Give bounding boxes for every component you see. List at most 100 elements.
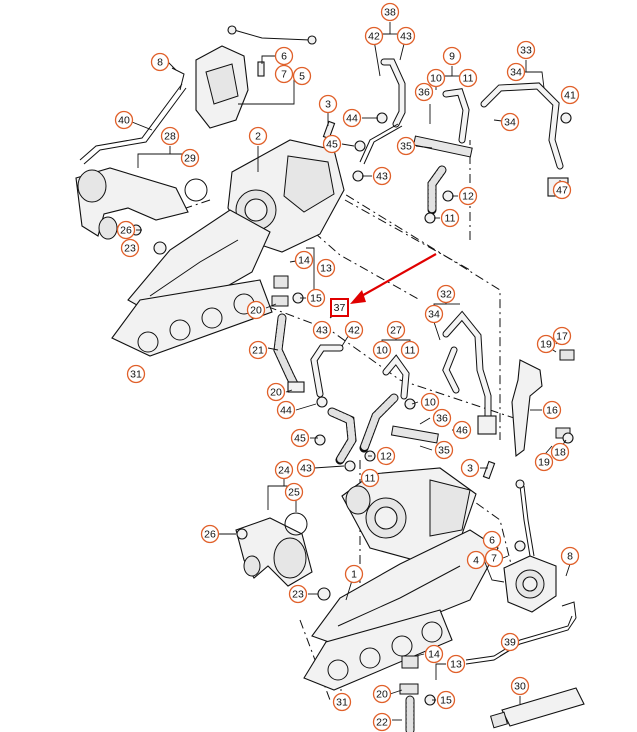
callout-26b[interactable]: 26 bbox=[200, 524, 220, 544]
callout-ring bbox=[436, 690, 456, 710]
callout-43d[interactable]: 43 bbox=[296, 458, 316, 478]
callout-3b[interactable]: 3 bbox=[460, 458, 480, 478]
callout-11b[interactable]: 11 bbox=[440, 208, 460, 228]
callout-35a[interactable]: 35 bbox=[396, 136, 416, 156]
callout-23a[interactable]: 23 bbox=[120, 238, 140, 258]
callout-45b[interactable]: 45 bbox=[290, 428, 310, 448]
callout-10a[interactable]: 10 bbox=[426, 68, 446, 88]
callout-22[interactable]: 22 bbox=[372, 712, 392, 732]
callout-14b[interactable]: 14 bbox=[424, 644, 444, 664]
callout-ring bbox=[542, 400, 562, 420]
callout-35b[interactable]: 35 bbox=[434, 440, 454, 460]
callout-40[interactable]: 40 bbox=[114, 110, 134, 130]
highlight-box bbox=[330, 298, 349, 317]
callout-ring bbox=[294, 250, 314, 270]
callout-43a[interactable]: 43 bbox=[396, 26, 416, 46]
callout-ring bbox=[516, 40, 536, 60]
callout-20b[interactable]: 20 bbox=[266, 382, 286, 402]
callout-17[interactable]: 17 bbox=[552, 326, 572, 346]
callout-ring bbox=[274, 46, 294, 66]
callout-20c[interactable]: 20 bbox=[372, 684, 392, 704]
callout-39[interactable]: 39 bbox=[500, 632, 520, 652]
lower-turbocharger bbox=[341, 467, 477, 561]
callout-6b[interactable]: 6 bbox=[482, 530, 502, 550]
callout-34b[interactable]: 34 bbox=[500, 112, 520, 132]
callout-5[interactable]: 5 bbox=[292, 66, 312, 86]
callout-ring bbox=[560, 85, 580, 105]
callout-ring bbox=[458, 186, 478, 206]
callout-9[interactable]: 9 bbox=[442, 46, 462, 66]
callout-46[interactable]: 46 bbox=[452, 420, 472, 440]
callout-43c[interactable]: 43 bbox=[312, 320, 332, 340]
callout-27[interactable]: 27 bbox=[386, 320, 406, 340]
callout-label: 4 bbox=[473, 555, 479, 567]
callout-43b[interactable]: 43 bbox=[372, 166, 392, 186]
lower-oil-lines bbox=[310, 310, 497, 465]
callout-8a[interactable]: 8 bbox=[150, 52, 170, 72]
callout-ring bbox=[552, 326, 572, 346]
callout-label: 31 bbox=[130, 369, 142, 381]
callout-33[interactable]: 33 bbox=[516, 40, 536, 60]
callout-11d[interactable]: 11 bbox=[360, 468, 380, 488]
callout-41[interactable]: 41 bbox=[560, 85, 580, 105]
callout-21[interactable]: 21 bbox=[248, 340, 268, 360]
callout-13a[interactable]: 13 bbox=[316, 258, 336, 278]
callout-2[interactable]: 2 bbox=[248, 126, 268, 146]
callout-36b[interactable]: 36 bbox=[432, 408, 452, 428]
callout-label: 27 bbox=[390, 325, 402, 337]
callout-11c[interactable]: 11 bbox=[400, 340, 420, 360]
callout-20a[interactable]: 20 bbox=[246, 300, 266, 320]
callout-47[interactable]: 47 bbox=[552, 180, 572, 200]
callout-44b[interactable]: 44 bbox=[276, 400, 296, 420]
callout-label: 10 bbox=[424, 397, 436, 409]
callout-3a[interactable]: 3 bbox=[318, 94, 338, 114]
callout-19a[interactable]: 19 bbox=[536, 334, 556, 354]
callout-7b[interactable]: 7 bbox=[484, 548, 504, 568]
callout-45a[interactable]: 45 bbox=[322, 134, 342, 154]
callout-25[interactable]: 25 bbox=[284, 482, 304, 502]
callout-42b[interactable]: 42 bbox=[344, 320, 364, 340]
callout-ring bbox=[396, 136, 416, 156]
callout-8b[interactable]: 8 bbox=[560, 546, 580, 566]
callout-ring bbox=[372, 712, 392, 732]
callout-16[interactable]: 16 bbox=[542, 400, 562, 420]
callout-42a[interactable]: 42 bbox=[364, 26, 384, 46]
callout-label: 15 bbox=[310, 293, 322, 305]
callout-1[interactable]: 1 bbox=[344, 564, 364, 584]
callout-15a[interactable]: 15 bbox=[306, 288, 326, 308]
callout-10b[interactable]: 10 bbox=[372, 340, 392, 360]
callout-38[interactable]: 38 bbox=[380, 2, 400, 22]
callout-11a[interactable]: 11 bbox=[458, 68, 478, 88]
callout-6a[interactable]: 6 bbox=[274, 46, 294, 66]
callout-24[interactable]: 24 bbox=[274, 460, 294, 480]
callout-44a[interactable]: 44 bbox=[342, 108, 362, 128]
callout-label: 7 bbox=[491, 553, 497, 565]
callout-label: 25 bbox=[288, 487, 300, 499]
callout-34a[interactable]: 34 bbox=[506, 62, 526, 82]
callout-31a[interactable]: 31 bbox=[126, 364, 146, 384]
callout-29[interactable]: 29 bbox=[180, 148, 200, 168]
callout-31b[interactable]: 31 bbox=[332, 692, 352, 712]
callout-28[interactable]: 28 bbox=[160, 126, 180, 146]
callout-ring bbox=[376, 446, 396, 466]
callout-12b[interactable]: 12 bbox=[376, 446, 396, 466]
callout-7a[interactable]: 7 bbox=[274, 64, 294, 84]
callout-26a[interactable]: 26 bbox=[116, 220, 136, 240]
callout-32[interactable]: 32 bbox=[436, 284, 456, 304]
callout-23b[interactable]: 23 bbox=[288, 584, 308, 604]
callout-18[interactable]: 18 bbox=[550, 442, 570, 462]
callout-13b[interactable]: 13 bbox=[446, 654, 466, 674]
callout-4[interactable]: 4 bbox=[466, 550, 486, 570]
callout-label: 44 bbox=[280, 405, 292, 417]
callout-10c[interactable]: 10 bbox=[420, 392, 440, 412]
callout-ring bbox=[292, 66, 312, 86]
callout-34c[interactable]: 34 bbox=[424, 304, 444, 324]
callout-30[interactable]: 30 bbox=[510, 676, 530, 696]
callout-15b[interactable]: 15 bbox=[436, 690, 456, 710]
callout-14a[interactable]: 14 bbox=[294, 250, 314, 270]
callout-19b[interactable]: 19 bbox=[534, 452, 554, 472]
highlighted-callout[interactable]: 37 bbox=[330, 298, 349, 317]
callout-36a[interactable]: 36 bbox=[414, 82, 434, 102]
callout-ring bbox=[436, 284, 456, 304]
callout-12a[interactable]: 12 bbox=[458, 186, 478, 206]
